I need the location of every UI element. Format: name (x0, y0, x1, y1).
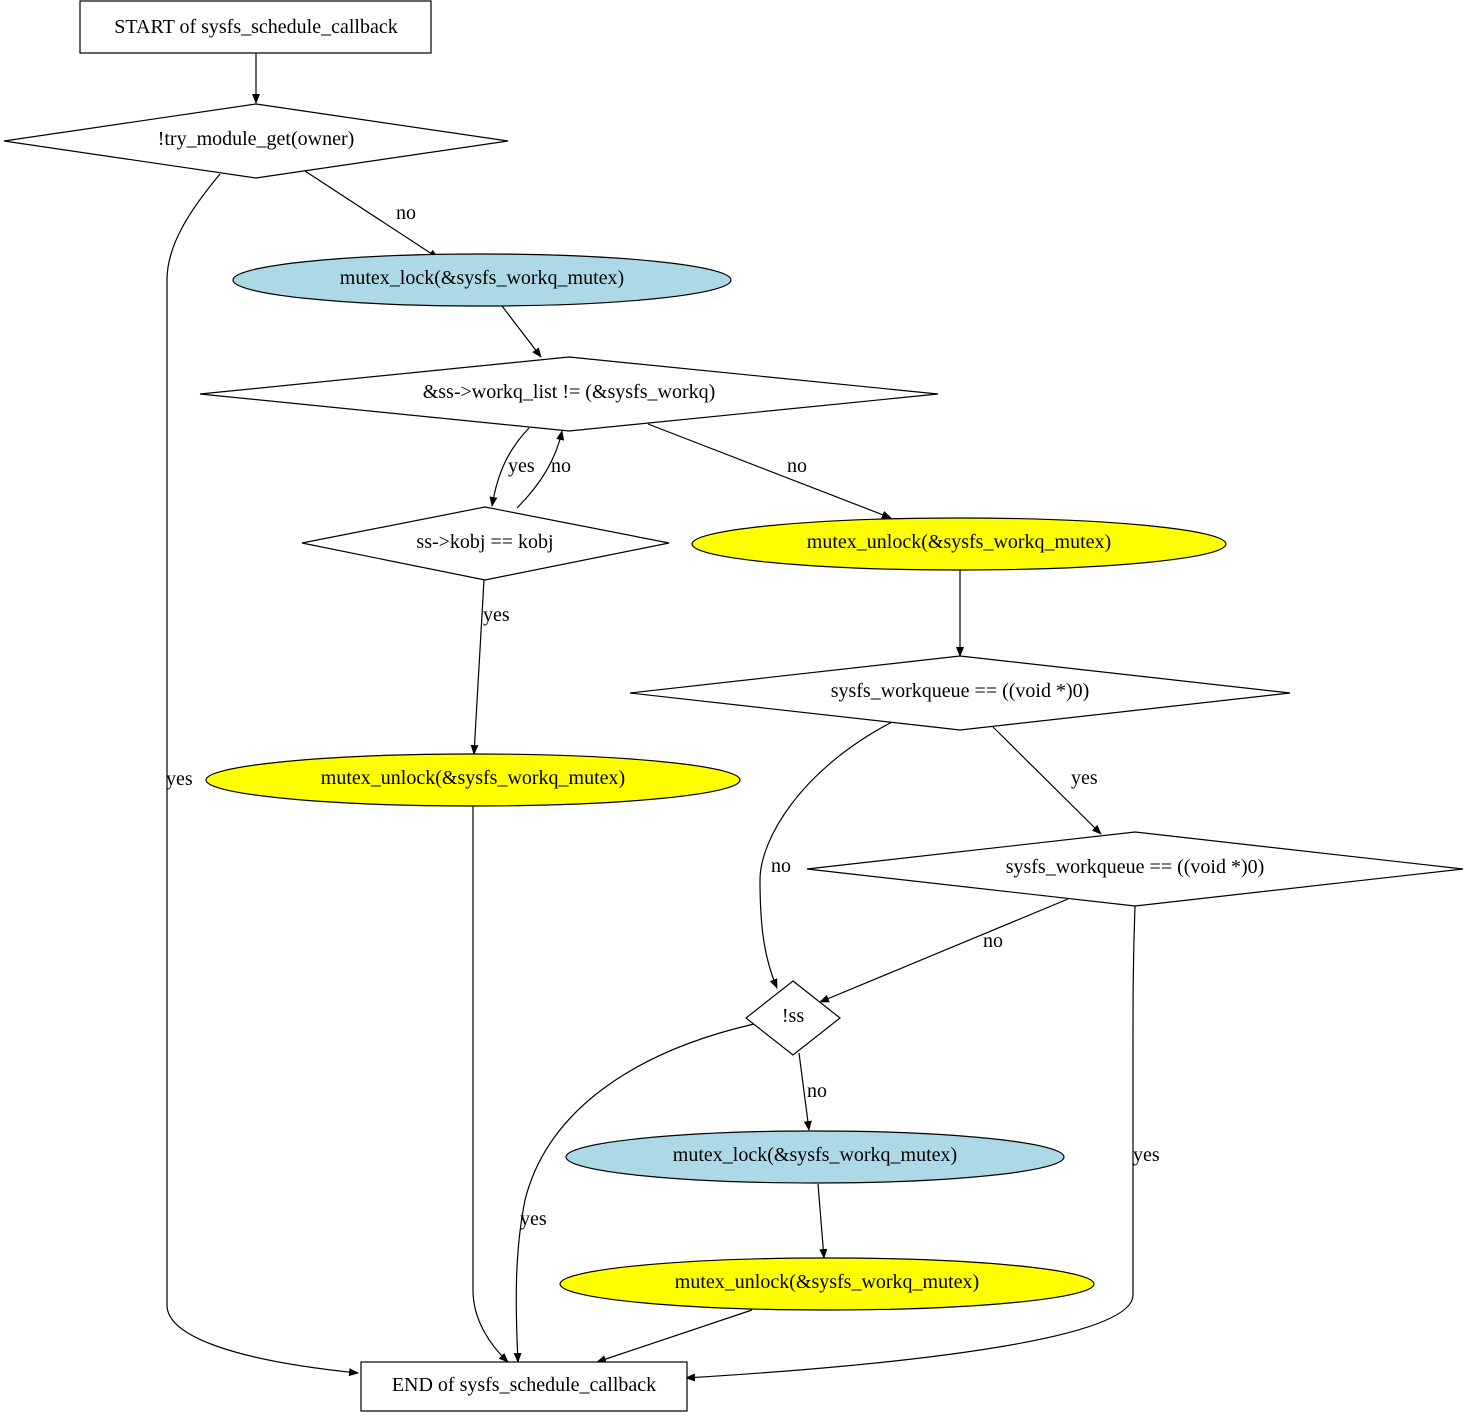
edge-workqueue1-to-not-ss (759, 721, 893, 989)
mutex-unlock-label-3: mutex_unlock(&sysfs_workq_mutex) (675, 1271, 979, 1293)
edge-workq-list-to-kobj-check (489, 427, 530, 507)
start-node-label: START of sysfs_schedule_callback (114, 16, 397, 38)
edge-unlock1-to-end (472, 806, 509, 1363)
mutex-lock-label-1: mutex_lock(&sysfs_workq_mutex) (340, 267, 624, 289)
edge-label-yes: yes (1133, 1144, 1160, 1166)
edge-label-yes: yes (1071, 767, 1098, 789)
edge-not-ss-to-lock2 (798, 1052, 812, 1131)
edge-workqueue2-to-not-ss (819, 898, 1069, 1003)
end-node-label: END of sysfs_schedule_callback (392, 1374, 656, 1396)
workqueue-decision-1: sysfs_workqueue == ((void *)0) (629, 655, 1291, 731)
try-module-get-decision: !try_module_get(owner) (3, 103, 509, 179)
kobj-check-decision: ss->kobj == kobj (301, 506, 670, 581)
workq-list-decision: &ss->workq_list != (&sysfs_workq) (199, 356, 939, 432)
edge-label-no: no (807, 1080, 827, 1102)
end-node: END of sysfs_schedule_callback (360, 1361, 688, 1412)
start-node: START of sysfs_schedule_callback (79, 0, 432, 54)
mutex-lock-label-2: mutex_lock(&sysfs_workq_mutex) (673, 1144, 957, 1166)
edge-workq-list-to-unlock2 (647, 423, 892, 519)
nodes: START of sysfs_schedule_callback !try_mo… (3, 0, 1464, 1412)
workqueue-decision-2: sysfs_workqueue == ((void *)0) (806, 831, 1464, 907)
edge-label-no: no (787, 455, 807, 477)
edge-workqueue2-to-end (685, 905, 1136, 1382)
edge-lock2-to-unlock3 (817, 1183, 828, 1259)
edge-label-yes: yes (166, 768, 193, 790)
edge-label-yes: yes (520, 1208, 547, 1230)
edge-not-ss-to-end (513, 1023, 755, 1363)
edge-lock1-to-workq-list (501, 305, 542, 358)
mutex-unlock-node-2: mutex_unlock(&sysfs_workq_mutex) (691, 517, 1227, 571)
edge-kobj-check-to-workq-list (516, 430, 565, 509)
edge-try-module-get-to-end (166, 173, 359, 1377)
edge-try-module-get-to-lock1 (304, 170, 439, 259)
try-module-get-label: !try_module_get(owner) (158, 128, 355, 150)
edge-workqueue1-to-workqueue2 (992, 726, 1102, 835)
mutex-unlock-node-1: mutex_unlock(&sysfs_workq_mutex) (205, 753, 741, 807)
not-ss-decision: !ss (745, 980, 841, 1056)
not-ss-label: !ss (782, 1005, 804, 1027)
workqueue-label-1: sysfs_workqueue == ((void *)0) (831, 680, 1090, 702)
workqueue-label-2: sysfs_workqueue == ((void *)0) (1006, 856, 1265, 878)
edge-label-no: no (983, 930, 1003, 952)
mutex-lock-node-2: mutex_lock(&sysfs_workq_mutex) (565, 1130, 1065, 1184)
edge-label-no: no (396, 202, 416, 224)
mutex-unlock-node-3: mutex_unlock(&sysfs_workq_mutex) (559, 1257, 1095, 1311)
edge-label-no: no (771, 855, 791, 877)
edge-label-yes: yes (483, 604, 510, 626)
mutex-unlock-label-2: mutex_unlock(&sysfs_workq_mutex) (807, 531, 1111, 553)
edge-label-yes: yes (508, 455, 535, 477)
mutex-unlock-label-1: mutex_unlock(&sysfs_workq_mutex) (321, 767, 625, 789)
mutex-lock-node-1: mutex_lock(&sysfs_workq_mutex) (232, 253, 732, 307)
workq-list-label: &ss->workq_list != (&sysfs_workq) (423, 381, 716, 403)
edge-unlock3-to-end (596, 1309, 753, 1363)
edge-kobj-check-to-unlock1 (470, 579, 485, 755)
kobj-check-label: ss->kobj == kobj (416, 531, 553, 553)
edge-label-no: no (551, 455, 571, 477)
edges: no yes yes no no yes yes no no yes no ye… (166, 53, 1160, 1382)
